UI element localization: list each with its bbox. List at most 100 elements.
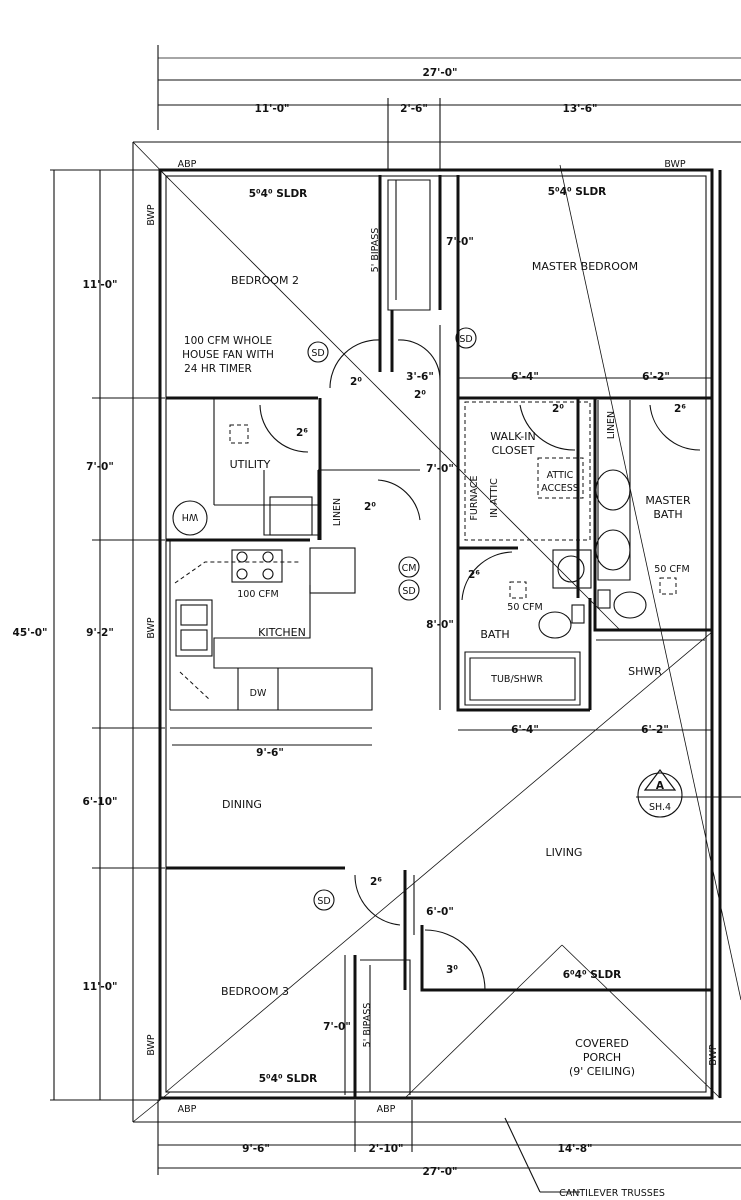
porch-label-2: PORCH	[583, 1051, 621, 1064]
room-master-bath-2: BATH	[653, 508, 682, 521]
fan-note-1: 100 CFM WHOLE	[184, 335, 272, 347]
door-bed3: 2⁶	[370, 876, 382, 888]
dim-bottom-seg-2: 2'-10"	[369, 1143, 404, 1155]
bwp-top: BWP	[664, 159, 686, 170]
room-bedroom-2: BEDROOM 2	[231, 274, 299, 287]
room-dining: DINING	[222, 798, 262, 811]
room-bedroom-3: BEDROOM 3	[221, 985, 289, 998]
linen-master: LINEN	[606, 411, 617, 439]
kitchen-sink-icon	[175, 599, 213, 657]
room-kitchen: KITCHEN	[258, 626, 306, 639]
sd-master: SD	[459, 334, 472, 345]
fan-note-2: HOUSE FAN WITH	[182, 349, 274, 361]
bwp-left-top: BWP	[146, 204, 157, 226]
room-utility: UTILITY	[230, 458, 271, 471]
room-master-bedroom: MASTER BEDROOM	[532, 260, 638, 273]
water-heater-label: WH	[182, 511, 199, 522]
dim-left-seg-2: 7'-0"	[86, 461, 114, 473]
dim-closet-master: 7'-0"	[446, 236, 474, 248]
dim-top-seg-3: 13'-6"	[563, 103, 598, 115]
porch-label-3: (9' CEILING)	[569, 1065, 635, 1078]
roof-lines	[132, 141, 741, 1193]
abp-bottom-mid: ABP	[377, 1104, 396, 1115]
vanity-sink-icon	[595, 529, 631, 571]
door-bed2: 2⁰	[350, 376, 362, 388]
dim-top-overall: 27'-0"	[423, 67, 458, 79]
bath-sink-icon	[552, 549, 592, 589]
dim-bath-depth: 8'-0"	[426, 619, 454, 631]
window-bed3: 5⁰4⁰ SLDR	[259, 1073, 318, 1085]
toilet-icon	[538, 611, 572, 639]
dim-bath-width: 6'-2"	[642, 371, 670, 383]
sd-hall: SD	[402, 586, 415, 597]
dimension-lines	[50, 45, 741, 1175]
toilet-icon	[613, 591, 647, 619]
fan-note-3: 24 HR TIMER	[184, 363, 252, 375]
dim-left-seg-3: 9'-2"	[86, 627, 114, 639]
door-utility: 2⁶	[296, 427, 308, 439]
sd-bed2: SD	[311, 348, 324, 359]
dim-left-overall: 45'-0"	[13, 627, 48, 639]
bwp-right-bottom: BWP	[708, 1044, 719, 1066]
exterior-walls	[132, 141, 741, 1123]
dim-left-seg-1: 11'-0"	[83, 279, 118, 291]
bwp-left-mid: BWP	[146, 617, 157, 639]
dim-left-seg-4: 6'-10"	[83, 796, 118, 808]
window-bed2: 5⁰4⁰ SLDR	[249, 188, 308, 200]
fixtures	[172, 469, 647, 710]
section-sheet: SH.4	[649, 802, 671, 813]
abp-bottom-left: ABP	[178, 1104, 197, 1115]
dim-kitchen-counter: 9'-6"	[256, 747, 284, 759]
attic-access-2: ACCESS	[541, 483, 579, 494]
window-master: 5⁰4⁰ SLDR	[548, 186, 607, 198]
room-walkin-2: CLOSET	[492, 444, 535, 457]
dim-hall-width: 3'-6"	[406, 371, 434, 383]
master-fan-cfm: 50 CFM	[654, 564, 689, 575]
circled-symbols	[307, 327, 477, 911]
shower-label: SHWR	[628, 665, 662, 678]
bipass-bed2: 5' BIPASS	[370, 228, 381, 273]
linen-hall: LINEN	[332, 498, 343, 526]
cm-hall: CM	[402, 563, 417, 574]
dim-bottom-seg-3: 14'-8"	[558, 1143, 593, 1155]
abp-top: ABP	[178, 159, 197, 170]
interior-walls	[166, 175, 712, 1098]
section-marker	[636, 769, 741, 818]
dim-bottom-overall: 27'-0"	[423, 1166, 458, 1178]
window-living: 6⁰4⁰ SLDR	[563, 969, 622, 981]
bath-fan-cfm: 50 CFM	[507, 602, 542, 613]
dim-hall-depth: 7'-0"	[426, 463, 454, 475]
furnace-label: FURNACE	[469, 475, 480, 520]
dim-bath-lower-2: 6'-2"	[641, 724, 669, 736]
door-master: 2⁰	[414, 389, 426, 401]
vanity-sink-icon	[595, 469, 631, 511]
water-heater-icon	[172, 500, 208, 536]
dim-closet-bed3: 7'-0"	[323, 1021, 351, 1033]
room-living: LIVING	[546, 846, 583, 859]
porch-label-1: COVERED	[575, 1037, 629, 1050]
dim-left-seg-5: 11'-0"	[83, 981, 118, 993]
dim-bottom-seg-1: 9'-6"	[242, 1143, 270, 1155]
door-walkin: 2⁰	[552, 403, 564, 415]
hood-cfm: 100 CFM	[237, 589, 278, 600]
dim-entry-depth: 6'-0"	[426, 906, 454, 918]
dim-bath-lower-1: 6'-4"	[511, 724, 539, 736]
sd-bed3: SD	[317, 896, 330, 907]
bipass-bed3: 5' BIPASS	[362, 1003, 373, 1048]
door-swings	[259, 339, 701, 991]
attic-access-1: ATTIC	[547, 470, 574, 481]
room-bath: BATH	[480, 628, 509, 641]
dishwasher-label: DW	[250, 688, 267, 699]
door-linen: 2⁰	[364, 501, 376, 513]
dim-top-seg-1: 11'-0"	[255, 103, 290, 115]
in-attic-label: IN ATTIC	[489, 478, 500, 518]
door-master-bath: 2⁶	[674, 403, 686, 415]
room-master-bath-1: MASTER	[645, 494, 691, 507]
trusses-note: CANTILEVER TRUSSES	[559, 1188, 665, 1199]
room-walkin-1: WALK-IN	[490, 430, 535, 443]
section-letter: A	[656, 780, 665, 792]
dim-walkin-width: 6'-4"	[511, 371, 539, 383]
dashed-attic-items	[174, 401, 677, 701]
door-entry: 3⁰	[446, 964, 458, 976]
